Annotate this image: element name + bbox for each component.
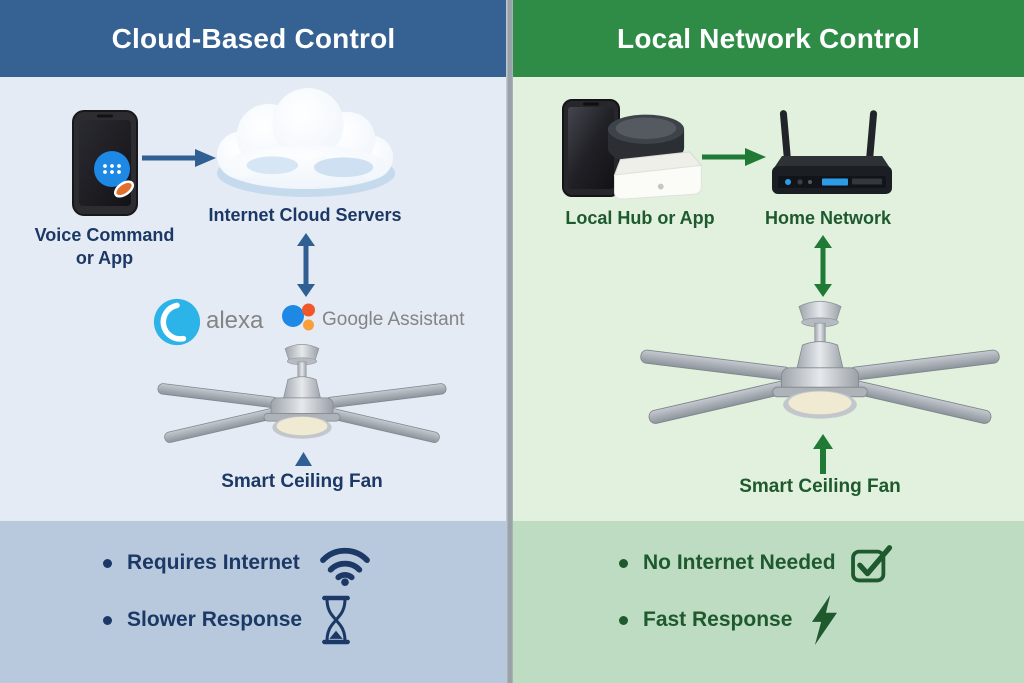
alexa-wordmark: alexa bbox=[206, 307, 264, 334]
smartphone-icon bbox=[72, 110, 138, 216]
cloud-servers-label: Internet Cloud Servers bbox=[208, 205, 402, 225]
center-divider bbox=[506, 0, 513, 683]
bullet-text: Fast Response bbox=[643, 608, 793, 631]
right-fan-label: Smart Ceiling Fan bbox=[739, 476, 901, 497]
checkmark-box-icon bbox=[850, 545, 892, 583]
triangle-up-icon bbox=[295, 452, 312, 466]
double-arrow-vertical-icon bbox=[814, 235, 832, 297]
lightning-bolt-icon bbox=[812, 595, 838, 645]
bullet-text: Requires Internet bbox=[127, 551, 300, 574]
bullet-text: No Internet Needed bbox=[643, 551, 836, 574]
double-arrow-vertical-icon bbox=[297, 233, 315, 297]
alexa-logo-icon bbox=[153, 298, 201, 346]
ceiling-fan-illustration bbox=[156, 343, 448, 444]
ceiling-fan-illustration bbox=[639, 300, 1001, 426]
home-network-label: Home Network bbox=[764, 208, 892, 228]
google-assistant-wordmark: Google Assistant bbox=[322, 309, 465, 330]
bullet-requires-internet: Requires Internet bbox=[103, 540, 374, 586]
left-header-band: Cloud-Based Control bbox=[0, 0, 507, 77]
bullet-dot bbox=[103, 558, 112, 568]
local-hub-icon bbox=[613, 151, 703, 200]
hourglass-icon bbox=[322, 595, 350, 645]
arrow-up-icon bbox=[813, 434, 833, 474]
voice-command-label-line1: Voice Command bbox=[34, 225, 175, 245]
right-header-title: Local Network Control bbox=[617, 22, 920, 54]
arrow-right-icon bbox=[142, 149, 216, 167]
bullet-dot bbox=[103, 615, 112, 625]
right-header-band: Local Network Control bbox=[513, 0, 1024, 77]
bullet-text: Slower Response bbox=[127, 608, 303, 631]
wifi-icon bbox=[319, 547, 370, 586]
left-header-title: Cloud-Based Control bbox=[111, 22, 396, 54]
voice-command-label: Voice Command or App bbox=[22, 224, 187, 270]
bullet-no-internet: No Internet Needed bbox=[619, 540, 894, 586]
bullet-slower-response: Slower Response bbox=[103, 594, 354, 646]
bullet-dot bbox=[619, 558, 628, 568]
arrow-right-icon bbox=[702, 148, 766, 166]
router-icon bbox=[772, 110, 892, 194]
cloud-icon bbox=[216, 88, 396, 197]
voice-command-label-line2: or App bbox=[75, 248, 134, 269]
google-assistant-logo-icon bbox=[282, 303, 315, 331]
right-footer-panel bbox=[513, 521, 1024, 683]
left-fan-label: Smart Ceiling Fan bbox=[221, 471, 383, 492]
local-hub-label: Local Hub or App bbox=[565, 208, 715, 228]
bullet-dot bbox=[619, 615, 628, 625]
smartphone-icon bbox=[562, 99, 620, 197]
bullet-fast-response: Fast Response bbox=[619, 594, 841, 646]
left-footer-panel bbox=[0, 521, 507, 683]
